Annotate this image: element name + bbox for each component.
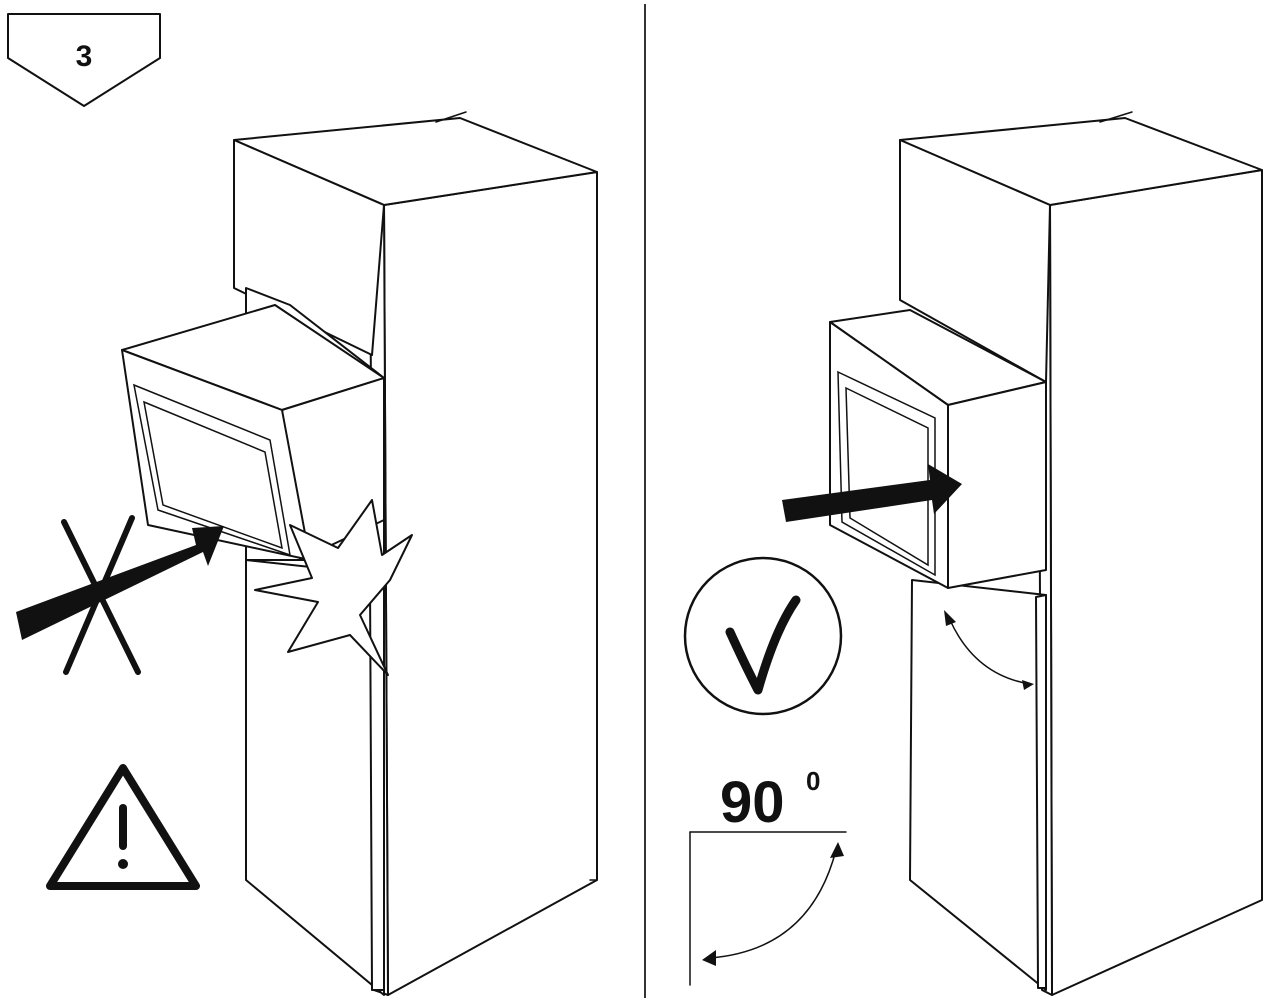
top-cabinet-right xyxy=(899,111,1263,383)
impact-star-icon xyxy=(254,499,413,676)
cabinet-side-panel xyxy=(369,171,598,996)
arrow-right-icon-correct xyxy=(782,464,962,522)
arrow-right-icon xyxy=(16,526,224,640)
angle-unit: 0 xyxy=(806,766,820,796)
angle-arc xyxy=(949,619,1031,685)
step-badge: 3 xyxy=(7,13,161,107)
cabinet-side-panel-right xyxy=(1037,169,1263,996)
angle-label: 90 0 xyxy=(720,766,820,835)
right-angle-icon xyxy=(689,831,847,986)
tilted-oven xyxy=(121,304,385,561)
left-panel xyxy=(16,111,598,996)
right-panel: 90 0 xyxy=(683,111,1263,996)
lower-cabinet xyxy=(245,559,385,996)
step-number: 3 xyxy=(76,40,93,73)
checkmark-circle-icon xyxy=(683,556,843,716)
warning-triangle-icon xyxy=(46,764,200,890)
inserted-oven xyxy=(829,309,1047,589)
angle-value: 90 xyxy=(720,770,785,835)
cross-icon xyxy=(61,515,141,675)
